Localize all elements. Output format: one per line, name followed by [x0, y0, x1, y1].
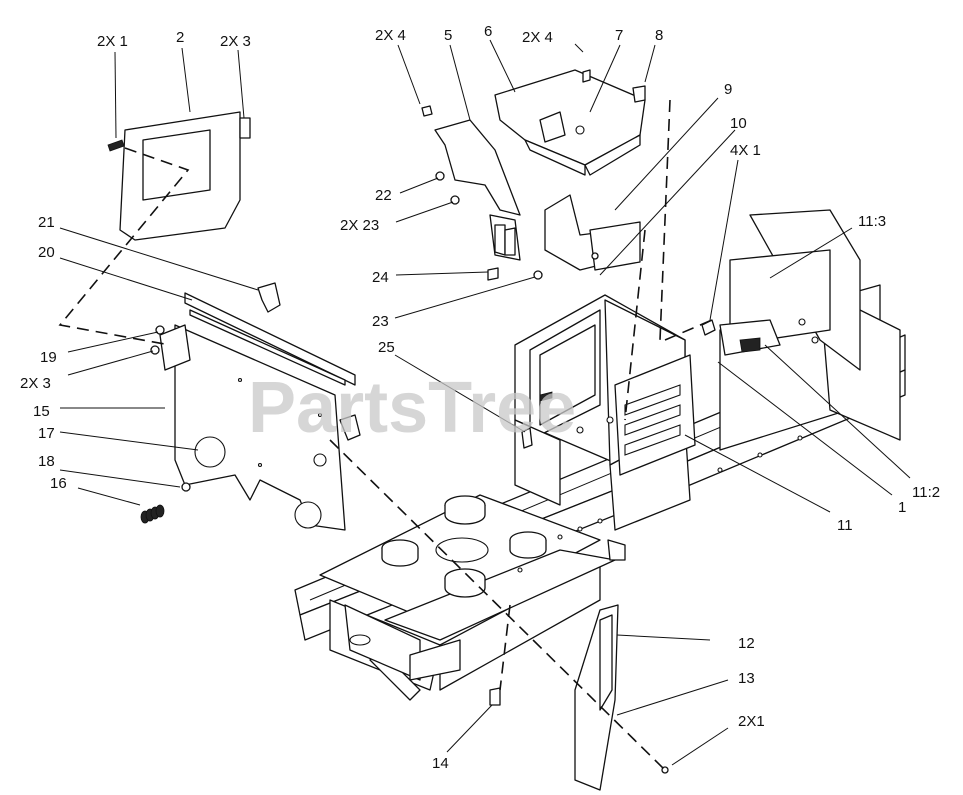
- callout-2x3-mid: 2X 3: [20, 375, 51, 392]
- callout-2x4-left: 2X 4: [375, 27, 406, 44]
- hardware: [107, 69, 716, 774]
- callout-17: 17: [38, 425, 55, 442]
- callout-9: 9: [724, 81, 732, 98]
- watermark: PartsTree: [248, 368, 576, 448]
- bracket-21-b: [339, 414, 361, 441]
- callout-2x1-bottom: 2X1: [738, 713, 765, 730]
- callout-18: 18: [38, 453, 55, 470]
- callout-19: 19: [40, 349, 57, 366]
- alignment-lines: [58, 99, 713, 771]
- bracket-21: [257, 282, 281, 313]
- callout-11-3: 11:3: [858, 213, 886, 230]
- callout-24: 24: [372, 269, 389, 286]
- bracket-9-10: [544, 194, 641, 271]
- callout-4x1: 4X 1: [730, 142, 761, 159]
- bracket-5: [434, 119, 521, 261]
- callout-21: 21: [38, 214, 55, 231]
- callout-11-2: 11:2: [912, 484, 940, 501]
- callout-11: 11: [837, 517, 853, 534]
- callout-1: 1: [898, 499, 906, 516]
- callout-6: 6: [484, 23, 492, 40]
- callout-2x23: 2X 23: [340, 217, 379, 234]
- callout-labels: 2X 1 2 2X 3 2X 4 5 6 2X 4 7 8 9 10 4X 1 …: [20, 23, 940, 772]
- frame-bosses: [381, 495, 547, 598]
- callout-2x1-top: 2X 1: [97, 33, 128, 50]
- cover-panel-2: [119, 111, 251, 241]
- callout-23: 23: [372, 313, 389, 330]
- callout-2: 2: [176, 29, 184, 46]
- callout-12: 12: [738, 635, 755, 652]
- side-panel-15: [159, 324, 346, 531]
- callout-13: 13: [738, 670, 755, 687]
- callout-25: 25: [378, 339, 395, 356]
- callout-5: 5: [444, 27, 452, 44]
- callout-22: 22: [375, 187, 392, 204]
- dash-tower: [514, 294, 696, 531]
- callout-2x3-top: 2X 3: [220, 33, 251, 50]
- trim-strip-20: [184, 292, 356, 386]
- callout-20: 20: [38, 244, 55, 261]
- callout-10: 10: [730, 115, 747, 132]
- leader-lines: [59, 39, 911, 766]
- callout-7: 7: [615, 27, 623, 44]
- callout-8: 8: [655, 27, 663, 44]
- side-rail-12-13: [574, 604, 619, 791]
- callout-16: 16: [50, 475, 67, 492]
- bracket-6-7: [494, 69, 646, 176]
- callout-14: 14: [432, 755, 449, 772]
- callout-2x4-right: 2X 4: [522, 29, 553, 46]
- spring-16: [140, 504, 165, 524]
- main-frame-assembly: [294, 209, 906, 701]
- callout-15: 15: [33, 403, 50, 420]
